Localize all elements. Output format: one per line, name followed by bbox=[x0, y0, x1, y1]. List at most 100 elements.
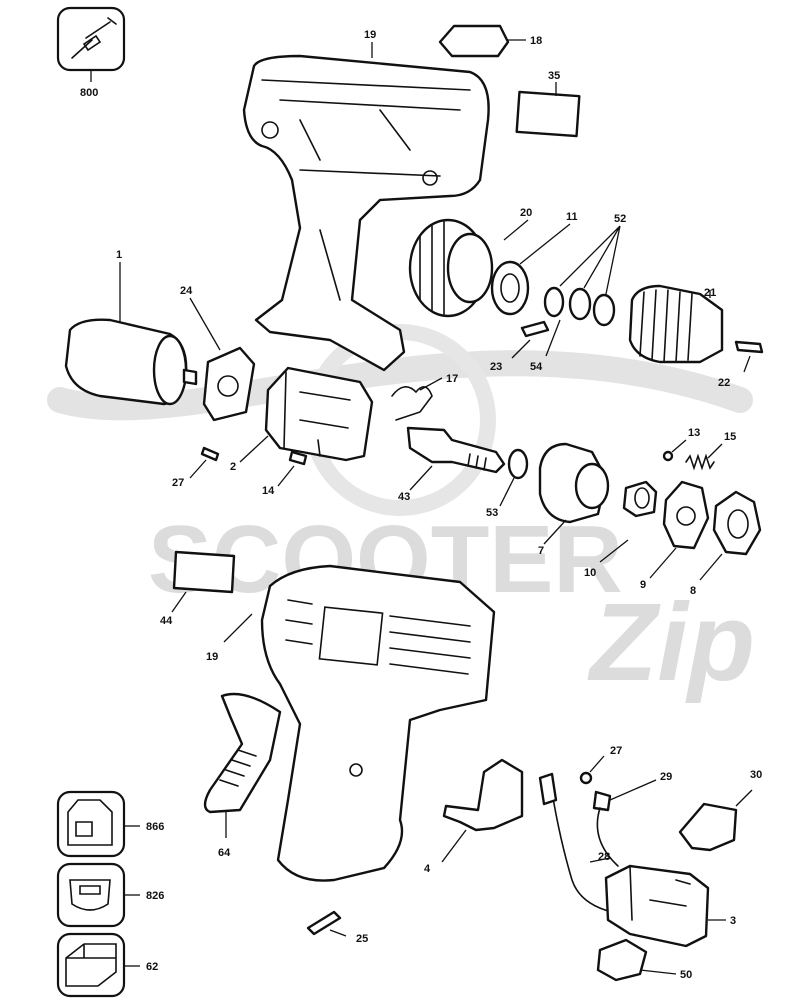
part-1-motor bbox=[64, 262, 198, 406]
gearbox-details bbox=[283, 371, 351, 457]
callout-22: 22 bbox=[718, 377, 730, 389]
leader-14 bbox=[277, 465, 295, 487]
housing-right-boss bbox=[349, 763, 363, 777]
housing-left-boss-2 bbox=[422, 170, 438, 186]
inset-826-box bbox=[56, 862, 126, 928]
leader-8 bbox=[699, 553, 723, 581]
clutch-ring-face bbox=[446, 232, 494, 304]
plate-9 bbox=[662, 480, 710, 550]
wire-lead-b bbox=[596, 807, 619, 867]
callout-14: 14 bbox=[262, 485, 275, 497]
part-13-ball bbox=[662, 439, 687, 462]
leader-19-mid bbox=[223, 613, 253, 643]
part-23-screw bbox=[511, 320, 550, 359]
callout-50: 50 bbox=[680, 969, 692, 981]
callout-8: 8 bbox=[690, 585, 696, 597]
part-20-clutch-ring bbox=[408, 218, 529, 318]
battery-pack-icon bbox=[67, 799, 113, 846]
callout-30: 30 bbox=[750, 769, 762, 781]
part-11-spring-plate bbox=[490, 223, 571, 316]
callout-1: 1 bbox=[116, 249, 122, 261]
screwdriver-bit-collar bbox=[82, 34, 102, 52]
part-19-housing-right bbox=[223, 564, 496, 882]
callout-3: 3 bbox=[730, 915, 736, 927]
callout-4: 4 bbox=[424, 863, 431, 875]
callout-7: 7 bbox=[538, 545, 544, 557]
part-44-label bbox=[171, 550, 236, 613]
leader-11 bbox=[519, 223, 571, 265]
callout-64: 64 bbox=[218, 847, 231, 859]
spring-15 bbox=[685, 453, 715, 471]
screw-23 bbox=[520, 320, 550, 338]
spring-plate-outer bbox=[490, 260, 530, 316]
charger-icon bbox=[65, 943, 117, 987]
callout-20: 20 bbox=[520, 207, 532, 219]
part-14-screw bbox=[277, 450, 308, 487]
leader-27-a bbox=[189, 459, 207, 479]
part-22-screw bbox=[734, 340, 764, 373]
watermark-brand-script: Zip bbox=[587, 581, 755, 704]
callout-826: 826 bbox=[146, 890, 164, 902]
leader-43 bbox=[409, 465, 433, 491]
chuck-knurl bbox=[639, 289, 693, 363]
housing-left-outline bbox=[242, 54, 490, 372]
callout-27-b: 27 bbox=[610, 745, 622, 757]
callout-53: 53 bbox=[486, 507, 498, 519]
callout-866: 866 bbox=[146, 821, 164, 833]
housing-right-vents bbox=[285, 599, 471, 675]
watermark-swoosh bbox=[47, 350, 753, 421]
part-15-spring bbox=[685, 443, 723, 471]
callout-23: 23 bbox=[490, 361, 502, 373]
washer-52-a bbox=[543, 286, 565, 318]
callout-62: 62 bbox=[146, 961, 158, 973]
label-plate-44 bbox=[172, 550, 236, 594]
ring-8-hole bbox=[727, 509, 749, 539]
motor-shaft bbox=[182, 368, 198, 386]
leader-10 bbox=[599, 539, 629, 563]
leader-44 bbox=[171, 591, 187, 613]
leader-2 bbox=[239, 435, 269, 463]
part-25-screw bbox=[306, 910, 347, 937]
callout-27-a: 27 bbox=[172, 477, 184, 489]
callout-44: 44 bbox=[160, 615, 173, 627]
spring-plate-inner bbox=[500, 273, 520, 303]
leader-29 bbox=[609, 779, 657, 801]
part-17-spring-clip bbox=[391, 377, 443, 421]
motor-end bbox=[152, 334, 188, 406]
callout-28: 28 bbox=[598, 851, 610, 863]
switch-3-details bbox=[629, 865, 691, 921]
leader-9 bbox=[649, 547, 677, 579]
wire-terminal-a bbox=[538, 772, 558, 806]
leader-52 bbox=[559, 225, 621, 295]
plate-9-hole bbox=[676, 506, 696, 526]
connector-50 bbox=[596, 938, 648, 982]
part-54-link bbox=[545, 319, 561, 357]
leader-22 bbox=[743, 355, 751, 373]
callout-21: 21 bbox=[704, 287, 716, 299]
part-64-grip bbox=[203, 692, 282, 838]
plate-24 bbox=[202, 346, 256, 422]
part-53-washer bbox=[499, 448, 529, 507]
callout-11: 11 bbox=[566, 211, 578, 223]
switch-lever-shape bbox=[438, 24, 510, 58]
part-30-switch-block bbox=[678, 789, 753, 852]
leader-53 bbox=[499, 477, 515, 507]
wire-lead-a bbox=[551, 791, 613, 913]
grip-64 bbox=[203, 692, 282, 814]
callout-15: 15 bbox=[724, 431, 736, 443]
part-7-clutch-housing bbox=[538, 442, 610, 545]
callout-2: 2 bbox=[230, 461, 236, 473]
callout-labels: 800 19 18 35 20 11 52 21 1 24 23 54 22 1… bbox=[80, 29, 762, 981]
battery-cover-icon bbox=[69, 879, 111, 911]
screw-14 bbox=[288, 450, 308, 466]
part-52-washers bbox=[543, 225, 621, 327]
leader-27-b bbox=[589, 755, 605, 773]
ball-13 bbox=[662, 450, 674, 462]
screwdriver-bit-icon bbox=[71, 17, 117, 59]
part-27-screw-a bbox=[189, 446, 220, 479]
spring-clip bbox=[391, 386, 433, 421]
leader-54 bbox=[545, 319, 561, 357]
part-18-switch-lever bbox=[438, 24, 526, 58]
leader-25 bbox=[329, 929, 347, 937]
